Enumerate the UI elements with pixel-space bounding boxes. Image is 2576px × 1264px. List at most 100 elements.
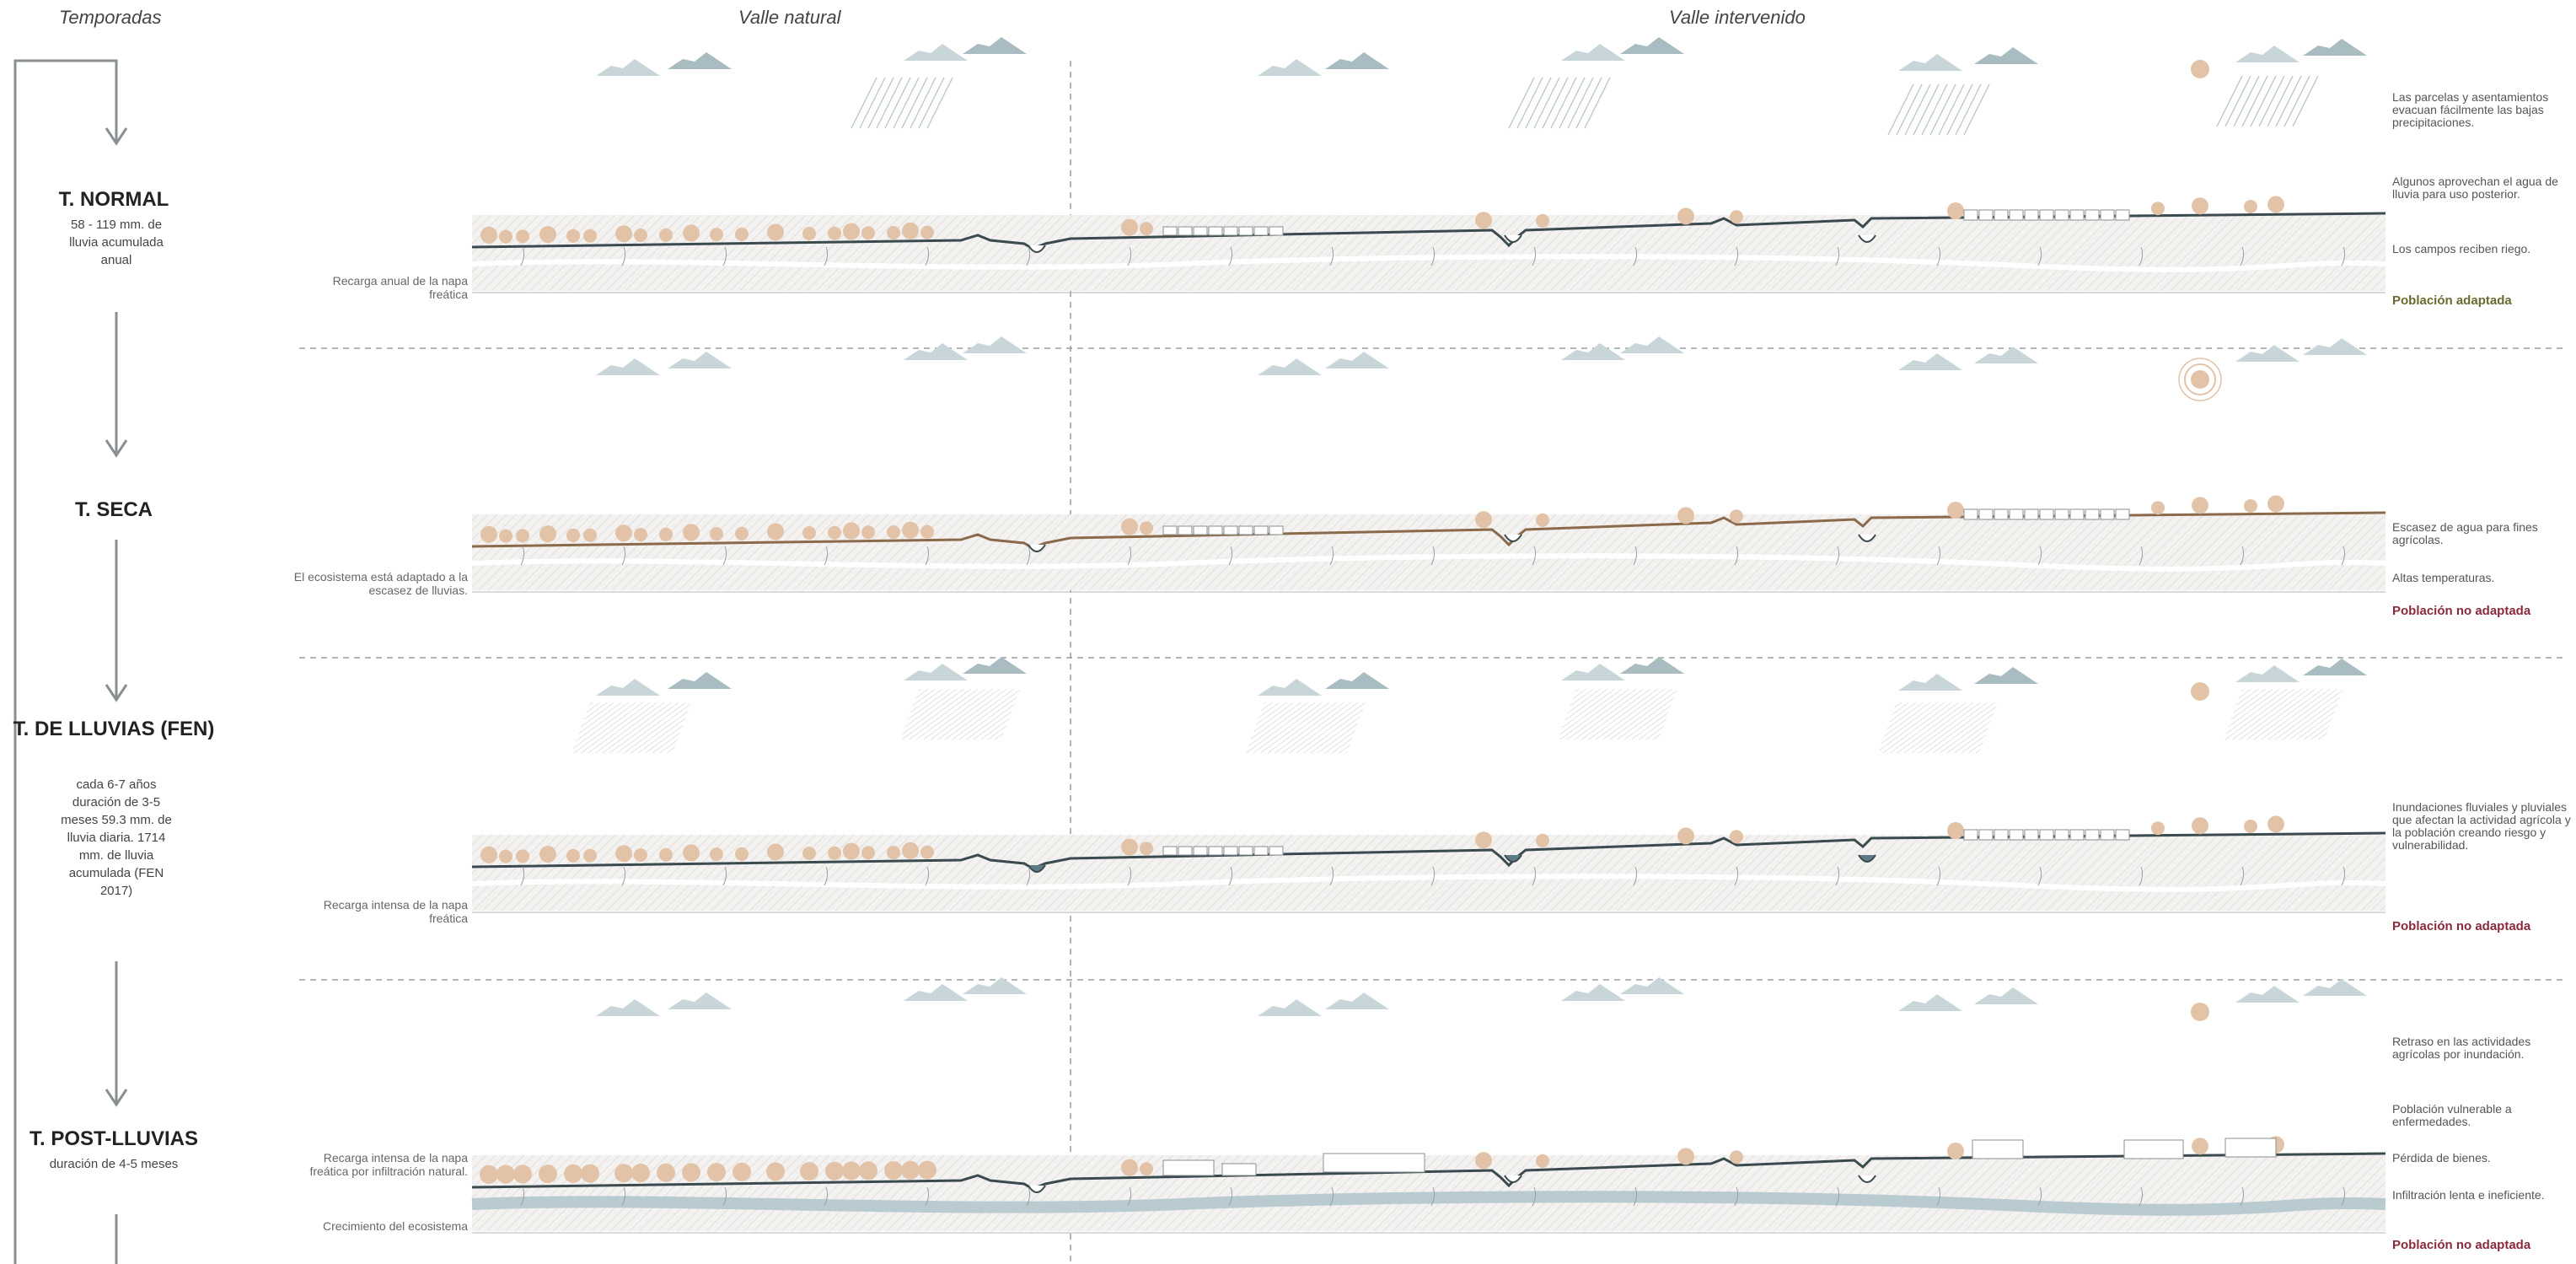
tree-icon bbox=[659, 527, 673, 541]
root-mark bbox=[1633, 246, 1638, 266]
tree-icon bbox=[710, 527, 723, 541]
building-icon bbox=[2123, 1139, 2184, 1159]
building-icon bbox=[1978, 508, 1994, 520]
rain-icon bbox=[859, 77, 886, 129]
building-icon bbox=[1162, 846, 1178, 856]
tree-icon bbox=[1536, 833, 1549, 847]
season-title-dry: T. SECA bbox=[74, 498, 153, 521]
water-table bbox=[471, 1191, 2386, 1216]
tree-icon bbox=[2244, 200, 2257, 213]
root-mark bbox=[1835, 246, 1840, 266]
status-dry: Población no adaptada bbox=[2392, 604, 2531, 618]
cloud-icon bbox=[1561, 44, 1625, 61]
building-icon bbox=[2039, 209, 2054, 221]
tree-icon bbox=[1677, 507, 1694, 524]
root-mark bbox=[1228, 546, 1233, 566]
season-flow bbox=[13, 59, 118, 1264]
building-icon bbox=[2054, 829, 2069, 841]
root-mark bbox=[1430, 1186, 1436, 1207]
root-mark bbox=[1936, 1186, 1941, 1207]
header-seasons: Temporadas bbox=[59, 7, 162, 28]
season-title-post-rain: T. POST-LLUVIAS bbox=[29, 1127, 198, 1150]
cloud-icon bbox=[1258, 59, 1322, 76]
root-mark bbox=[2139, 866, 2144, 886]
cloud-icon bbox=[963, 657, 1027, 674]
root-mark bbox=[722, 1186, 727, 1207]
root-mark bbox=[1734, 866, 1739, 886]
building-icon bbox=[1994, 508, 2009, 520]
tree-icon bbox=[2192, 1138, 2208, 1155]
rain-icon bbox=[1946, 83, 1973, 136]
tree-icon bbox=[516, 529, 529, 543]
tree-icon bbox=[1121, 838, 1138, 856]
cloud-icon bbox=[596, 999, 660, 1016]
tree-icon bbox=[583, 229, 597, 243]
rain-icon bbox=[1887, 83, 1914, 136]
root-mark bbox=[2240, 866, 2245, 886]
tree-icon bbox=[1730, 509, 1743, 524]
cloud-icon bbox=[963, 336, 1027, 353]
rain-icon bbox=[572, 702, 692, 753]
tree-icon bbox=[480, 846, 497, 863]
rain-icon bbox=[2233, 75, 2260, 127]
cloud-icon bbox=[904, 44, 968, 61]
flow-loop-line bbox=[13, 59, 118, 1264]
tree-icon bbox=[1947, 502, 1964, 519]
building-icon bbox=[1269, 525, 1284, 535]
cloud-icon bbox=[963, 37, 1027, 54]
sun-ring bbox=[2178, 358, 2222, 401]
tree-icon bbox=[480, 525, 497, 543]
cloud-icon bbox=[2303, 338, 2367, 355]
tree-icon bbox=[802, 526, 816, 540]
cloud-icon bbox=[1974, 667, 2038, 684]
tree-icon bbox=[682, 1163, 700, 1182]
building-icon bbox=[1238, 846, 1253, 856]
rain-icon bbox=[1525, 77, 1552, 129]
ground-profile bbox=[471, 212, 2386, 250]
tree-icon bbox=[733, 1162, 751, 1181]
arrow-down-icon bbox=[105, 127, 128, 146]
tree-icon bbox=[1730, 1150, 1743, 1164]
rain-icon bbox=[900, 689, 1020, 740]
root-mark bbox=[2037, 1186, 2042, 1207]
rain-icon bbox=[1904, 83, 1931, 136]
note-right-normal-2: Algunos aprovechan el agua de lluvia par… bbox=[2392, 175, 2558, 201]
tree-icon bbox=[1140, 842, 1153, 856]
root-mark bbox=[925, 546, 930, 566]
tree-icon bbox=[499, 849, 513, 863]
cloud-icon bbox=[904, 984, 968, 1001]
tree-icon bbox=[828, 525, 841, 540]
rain-icon bbox=[1878, 702, 1999, 753]
tree-icon bbox=[1140, 521, 1153, 535]
building-icon bbox=[1963, 209, 1978, 221]
cloud-icon bbox=[1325, 52, 1389, 69]
root-mark bbox=[925, 246, 930, 266]
root-mark bbox=[1532, 1186, 1537, 1207]
rain-icon bbox=[1559, 77, 1586, 129]
building-icon bbox=[2039, 508, 2054, 520]
building-icon bbox=[1223, 226, 1238, 236]
tree-icon bbox=[1536, 513, 1549, 527]
note-right-post-rain-4: Infiltración lenta e ineficiente. bbox=[2392, 1188, 2545, 1202]
tree-icon bbox=[539, 525, 556, 543]
tree-icon bbox=[887, 226, 900, 239]
rain-icon bbox=[876, 77, 903, 129]
rain-icon bbox=[2224, 689, 2343, 740]
rain-icon bbox=[2267, 75, 2294, 127]
cloud-icon bbox=[1620, 977, 1684, 994]
tree-icon bbox=[735, 847, 749, 861]
river-channel bbox=[1028, 864, 1046, 873]
cloud-icon bbox=[1974, 47, 2038, 64]
note-left-post-rain-2: Crecimiento del ecosistema bbox=[323, 1219, 468, 1233]
tree-icon bbox=[683, 844, 700, 862]
valley-panel-4 bbox=[471, 977, 2386, 1234]
soil-layer bbox=[472, 215, 2385, 291]
root-mark bbox=[1532, 546, 1537, 566]
cloud-icon bbox=[2235, 665, 2300, 682]
root-mark bbox=[1936, 246, 1941, 266]
tree-icon bbox=[615, 225, 632, 243]
cloud-icon bbox=[1620, 336, 1684, 353]
building-icon bbox=[1193, 846, 1208, 856]
building-icon bbox=[2009, 209, 2024, 221]
